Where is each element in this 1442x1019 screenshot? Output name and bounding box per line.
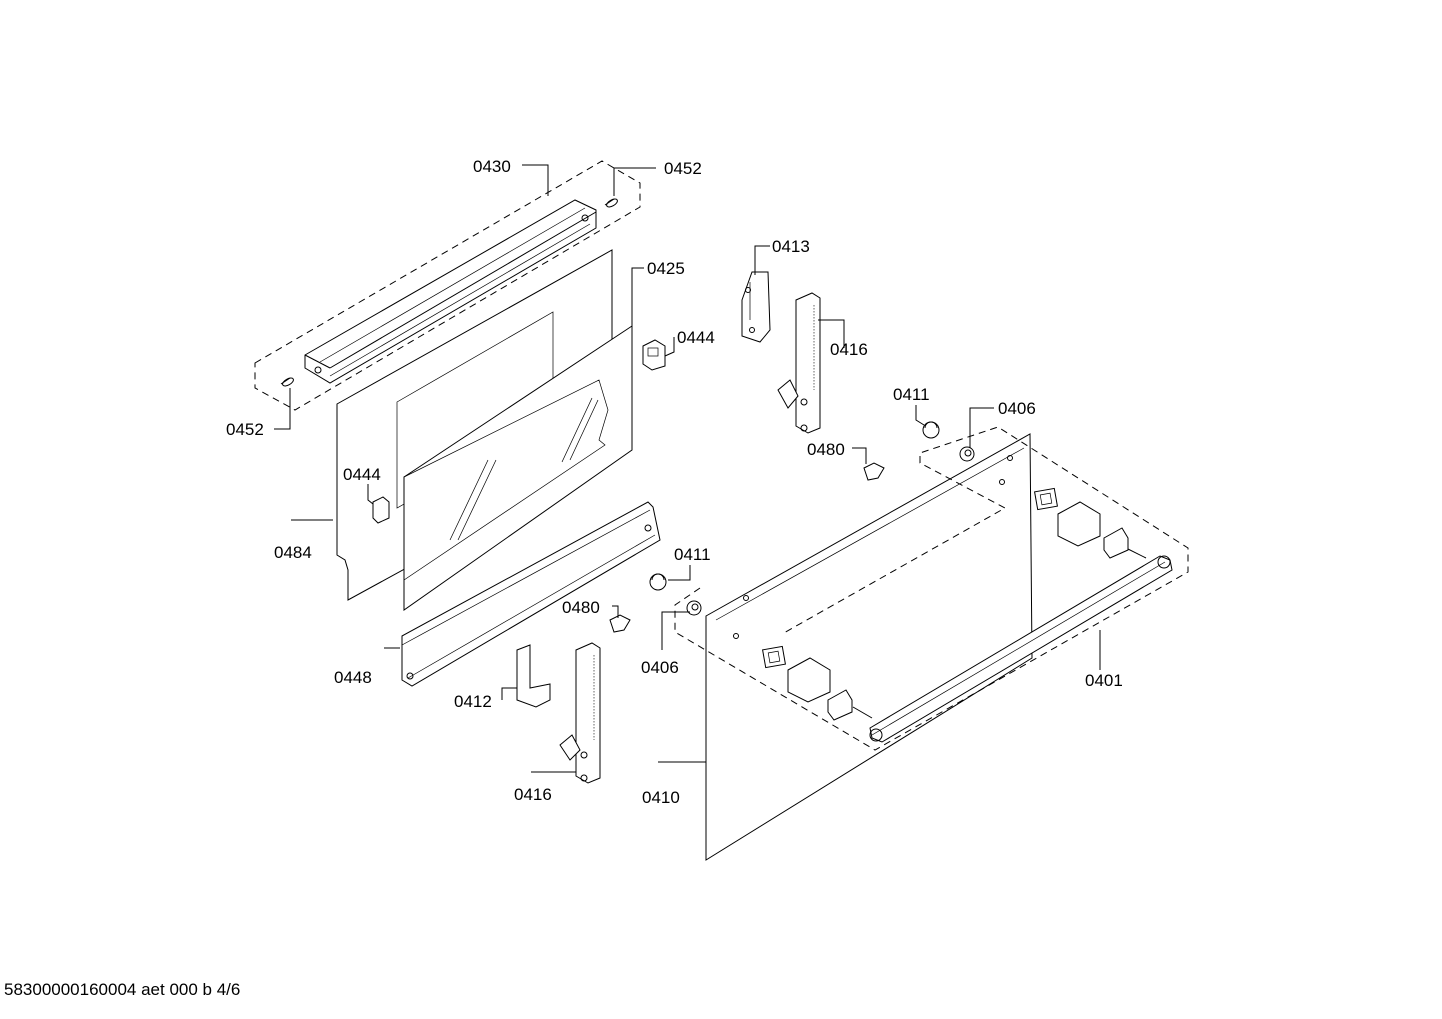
part-label-0480-left: 0480 [562,598,600,617]
part-label-0430: 0430 [473,157,511,176]
part-label-0410: 0410 [642,788,680,807]
knob-part-0406-right [959,446,975,462]
knob-part-0411-left [649,573,667,591]
part-label-0452-left: 0452 [226,420,264,439]
clip-part-0444-right [642,339,666,371]
hinge-part-0416-bottom [559,642,601,784]
knob-part-0406-left [686,600,702,616]
part-label-0416-bottom: 0416 [514,785,552,804]
top-trim-part-0430 [304,199,597,384]
part-label-0412: 0412 [454,692,492,711]
top-trim-group [254,160,641,411]
hinge-part-0416-top [777,292,821,434]
bottom-trim-part-0448 [401,501,661,687]
part-label-0425: 0425 [647,259,685,278]
part-label-0480-right: 0480 [807,440,845,459]
part-label-0484: 0484 [274,543,312,562]
pin-part-0452-left [280,377,294,387]
part-label-0401: 0401 [1085,671,1123,690]
leader-lines [274,164,1101,773]
drawing-code: 58300000160004 aet 000 b 4/6 [4,980,241,999]
part-label-0448: 0448 [334,668,372,687]
part-label-0411-left: 0411 [674,545,711,564]
hinge-bracket-part-0413 [741,271,771,343]
part-label-0444-left: 0444 [343,465,381,484]
outer-door-panel-part-0410 [705,433,1033,861]
part-label-0406-right: 0406 [998,399,1036,418]
clip-part-0444-left [372,496,390,524]
part-labels: 0430 0452 0452 0425 0444 0444 0484 0448 … [226,157,1123,807]
bracket-part-0412 [516,644,551,708]
part-label-0416-top: 0416 [830,340,868,359]
clip-part-0480-right [863,462,885,481]
knob-part-0411-right [922,421,940,439]
part-label-0413: 0413 [772,237,810,256]
part-label-0406-left: 0406 [641,658,679,677]
clip-part-0480-left [609,614,631,633]
part-label-0452-right: 0452 [664,159,702,178]
middle-glass-part-0425 [403,325,633,611]
part-label-0444-right: 0444 [677,328,715,347]
pin-part-0452-right [604,198,618,208]
part-label-0411-right: 0411 [893,385,930,404]
handle-assembly-group-0401 [674,426,1189,751]
